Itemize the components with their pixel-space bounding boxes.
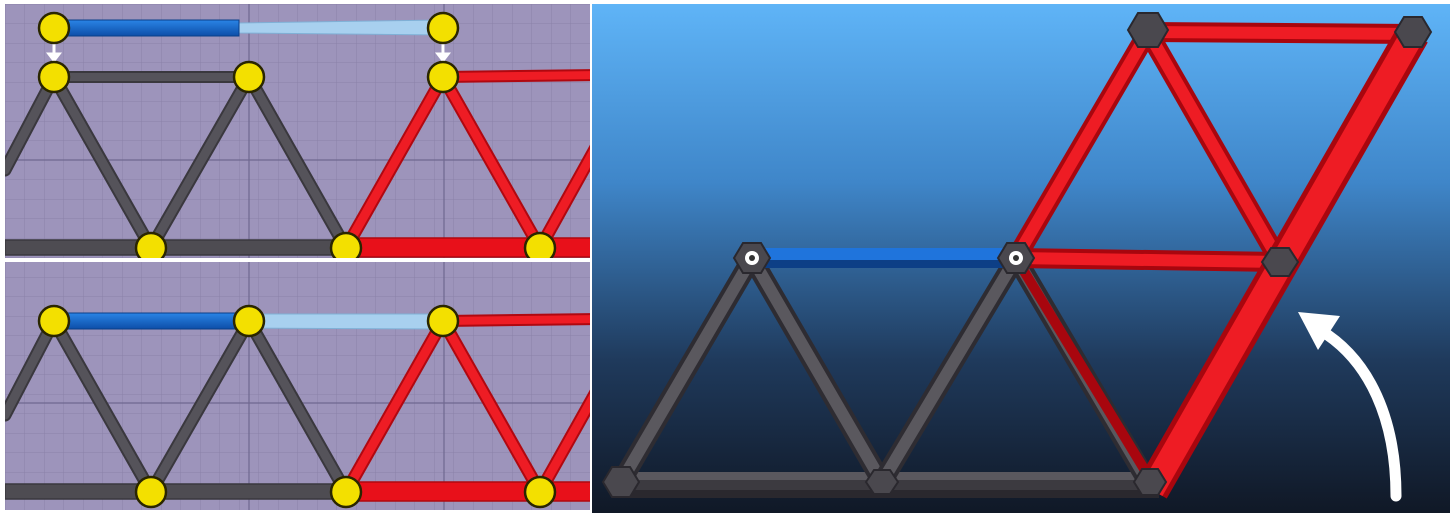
simulation-panel[interactable] (592, 4, 1450, 513)
hydraulic-extension (237, 313, 444, 330)
joint-node-icon (232, 304, 266, 338)
editor-panel-retracted[interactable] (5, 4, 600, 263)
joint-node-icon (426, 11, 460, 45)
joint-node-icon (37, 60, 71, 94)
joint-nodes[interactable] (37, 11, 557, 263)
joint-node-icon (523, 475, 557, 509)
grid-lines (5, 4, 590, 258)
road-beam[interactable] (5, 483, 347, 500)
joint-nodes[interactable] (37, 304, 557, 509)
hex-joint-icon (601, 466, 641, 498)
hex-joint-icon (1132, 468, 1168, 496)
hydraulic-piston[interactable] (53, 19, 444, 37)
stressed-beams[interactable] (339, 69, 600, 255)
grid-lines (5, 262, 590, 510)
stressed-beams[interactable] (339, 313, 600, 499)
hex-joints[interactable] (601, 12, 1433, 498)
stressed-beams[interactable] (1007, 22, 1428, 499)
truss-beams[interactable] (5, 314, 353, 499)
road-beam-stressed[interactable] (345, 237, 596, 258)
joint-node-icon (37, 11, 71, 45)
joint-node-icon (329, 475, 363, 509)
curved-arrow-up-icon (1298, 312, 1402, 502)
road-beam-stressed[interactable] (345, 481, 596, 502)
joint-node-icon (37, 304, 71, 338)
joint-node-icon (426, 304, 460, 338)
hex-joint-icon (1393, 16, 1433, 48)
joint-node-icon (523, 231, 557, 258)
hex-joint-icon (1126, 12, 1170, 48)
joint-node-icon (134, 475, 168, 509)
editor-panel-extended[interactable] (5, 262, 600, 510)
hydraulic-cylinder[interactable] (53, 312, 240, 330)
joint-node-icon (329, 231, 363, 258)
hex-joint-icon (864, 469, 900, 495)
joint-node-icon (134, 231, 168, 258)
hydraulic-extension (237, 19, 444, 36)
hex-joint-icon (1260, 247, 1300, 277)
joint-node-icon (232, 60, 266, 94)
road-beam[interactable] (5, 239, 347, 256)
hydraulic-piston[interactable] (53, 312, 444, 330)
truss-beams[interactable] (5, 70, 353, 255)
joint-pins (745, 251, 1023, 265)
joint-node-icon (426, 60, 460, 94)
hydraulic-cylinder[interactable] (53, 19, 240, 37)
hydraulic-piston[interactable] (752, 248, 1018, 268)
